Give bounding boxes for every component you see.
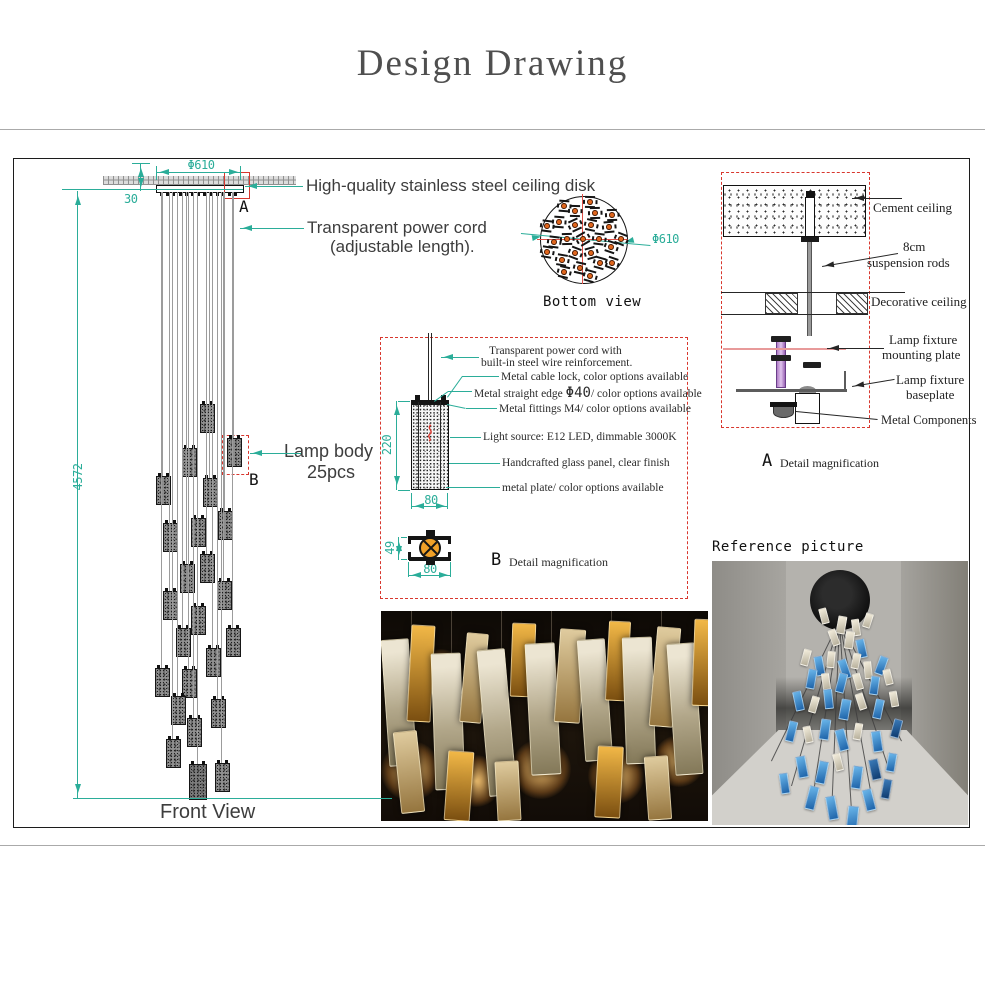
suspension-rod-cap — [806, 191, 815, 197]
detail-a-caption-tag: A — [762, 451, 773, 471]
detail-b-dim-80: 80 — [424, 493, 438, 507]
dim-diameter-top: Φ610 — [187, 158, 215, 172]
mounting-bolt — [776, 336, 786, 388]
top-view-end — [448, 536, 451, 544]
label-rods-2: suspension rods — [867, 255, 950, 270]
top-view-end — [408, 552, 411, 560]
power-cord-label-2: (adjustable length). — [330, 237, 475, 256]
dim-diameter-bottom: Φ610 — [652, 232, 679, 246]
label-mounting-1: Lamp fixture — [889, 332, 958, 347]
label-metal-components: Metal Components — [881, 413, 977, 427]
detail-a-caption: Detail magnification — [780, 456, 879, 470]
reference-photo — [712, 561, 968, 825]
dome-component — [773, 407, 794, 418]
detail-b-tag: B — [249, 470, 259, 489]
top-view-nub — [426, 560, 435, 565]
bottom-view-label: Bottom view — [543, 294, 642, 310]
detail-a-tag: A — [239, 197, 249, 216]
bottom-view-circle — [540, 196, 628, 284]
detail-b-marker-box — [222, 435, 249, 475]
ann-straight-edge-dim: Φ40 — [565, 385, 591, 401]
top-view-light-symbol — [419, 537, 441, 559]
dim-height: 4572 — [71, 463, 85, 491]
bolt-nut — [771, 336, 791, 342]
hanging-wire — [451, 611, 452, 661]
metal-cylinder — [795, 393, 820, 424]
ann-straight-edge: Metal straight edge Φ40/ color options a… — [474, 385, 702, 401]
decorative-ceiling-hatch — [836, 293, 868, 314]
detail-a-marker-box — [224, 172, 250, 199]
light-source-squiggle — [428, 424, 432, 442]
hanging-wire — [501, 611, 502, 666]
ann-cable-lock: Metal cable lock, color options availabl… — [501, 371, 689, 383]
product-gallery-photo — [381, 611, 708, 821]
power-cord-label-1: Transparent power cord — [307, 218, 487, 237]
ceiling-hatch — [103, 176, 296, 185]
detail-b-caption-tag: B — [491, 550, 502, 570]
glass-pendant — [845, 805, 860, 825]
glass-panel — [643, 755, 673, 821]
drawing-board-border — [13, 158, 970, 828]
label-cement: Cement ceiling — [873, 200, 953, 215]
ann-metal-plate: metal plate/ color options available — [502, 482, 664, 494]
label-decorative: Decorative ceiling — [871, 294, 967, 309]
detail-b-dim-80-2: 80 — [423, 562, 437, 576]
detail-b-lamp-body — [411, 400, 449, 490]
detail-a-box — [721, 172, 870, 428]
front-view-label: Front View — [160, 801, 256, 823]
glass-pendant — [822, 688, 835, 710]
page-title: Design Drawing — [356, 43, 629, 84]
suspension-rod-lower — [807, 242, 812, 336]
lamp-body-label-2: 25pcs — [307, 462, 356, 482]
reference-picture-label: Reference picture — [712, 539, 864, 555]
decorative-ceiling-hatch — [765, 293, 798, 314]
cement-ceiling-section — [723, 185, 866, 237]
glass-panel — [443, 750, 475, 821]
detail-b-lamp-nub — [441, 395, 446, 400]
ann-fittings: Metal fittings M4/ color options availab… — [499, 403, 691, 415]
detail-b-lamp-nub — [415, 395, 420, 400]
detail-b-caption: Detail magnification — [509, 555, 608, 569]
metal-clip — [803, 362, 821, 368]
label-rods-1: 8cm — [903, 239, 926, 254]
suspension-rod-body — [805, 197, 815, 237]
detail-b-box — [380, 337, 688, 599]
label-baseplate-2: baseplate — [906, 387, 955, 402]
detail-b-dim-49: 49 — [383, 541, 397, 555]
ceiling-disk-label: High-quality stainless steel ceiling dis… — [306, 176, 596, 195]
ann-power-cord-1: Transparent power cord with — [489, 345, 622, 357]
bottom-divider — [0, 845, 985, 846]
detail-b-dim-220: 220 — [380, 434, 394, 456]
top-view-nub — [426, 530, 435, 536]
dome-bolt-bar — [770, 402, 797, 407]
top-view-end — [448, 552, 451, 560]
top-view-end — [408, 536, 411, 544]
ann-glass-panel: Handcrafted glass panel, clear finish — [502, 457, 670, 469]
label-baseplate-1: Lamp fixture — [896, 372, 965, 387]
detail-b-lamp-cap — [411, 400, 449, 405]
lamp-body-label-1: Lamp body — [284, 441, 374, 461]
ann-power-cord-2: built-in steel wire reinforcement. — [481, 357, 633, 369]
bolt-nut — [771, 355, 791, 361]
glass-panel — [494, 760, 522, 821]
glass-panel — [594, 745, 624, 819]
glass-panel — [691, 618, 708, 707]
label-mounting-2: mounting plate — [882, 347, 961, 362]
suspension-rod-flange — [801, 237, 819, 242]
top-divider — [0, 129, 985, 130]
dim-offset: 30 — [124, 192, 138, 206]
hanging-wire — [551, 611, 552, 671]
ann-light-source: Light source: E12 LED, dimmable 3000K — [483, 431, 677, 443]
